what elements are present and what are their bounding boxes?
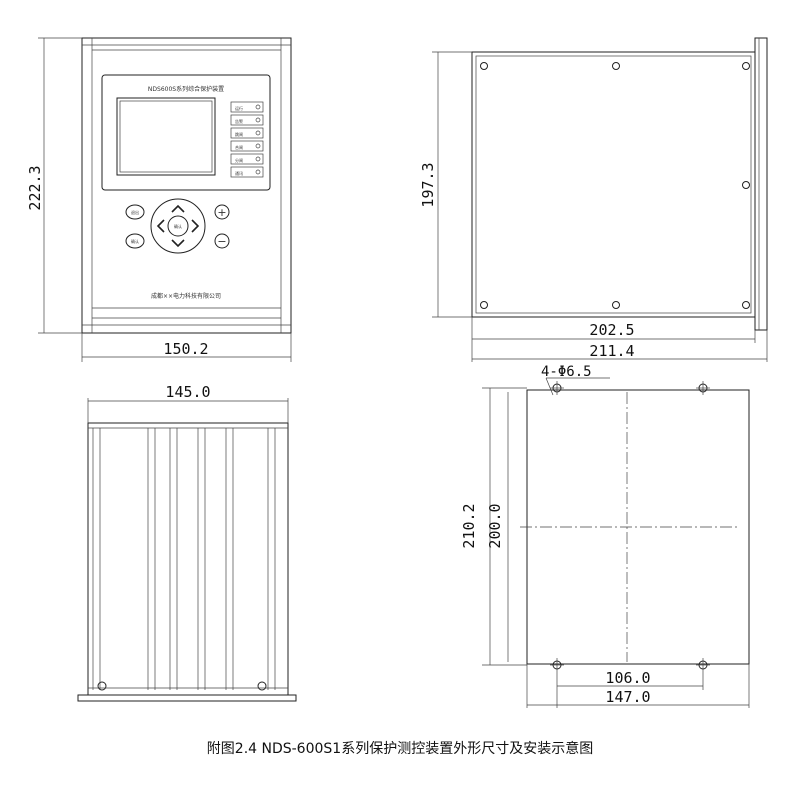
top-width-value: 145.0 [165,383,210,401]
key-center[interactable] [167,215,189,237]
mounting-hole-icon [696,381,710,395]
key-escape-label: 退出 [131,209,139,215]
top-width-dimension: 145.0 [87,383,289,423]
led-indicator-icon [255,130,261,136]
screw-icon [97,681,107,691]
led-column: 运行 告警 跳闸 合闸 分闸 通讯 [230,101,264,178]
screw-icon [612,301,620,309]
cutout-view: 4-Φ6.5 210.2 200.0 106.0 147.0 [460,364,750,708]
led-label-2: 告警 [235,118,243,124]
led-row-5 [230,153,264,165]
front-width-value: 150.2 [163,340,208,358]
key-confirm-left-label: 确认 [131,238,139,244]
led-row-3 [230,127,264,139]
hole-leader-line [545,377,554,396]
key-confirm-left[interactable] [125,233,145,249]
led-label-3: 跳闸 [235,131,243,137]
screw-icon [480,301,488,309]
led-indicator-icon [255,104,261,110]
mounting-hole-icon [550,381,564,395]
top-flange [77,694,297,702]
front-view: NDS600S系列综合保护装置 运行 告警 跳闸 合闸 分闸 通讯 [26,37,292,362]
led-label-5: 分闸 [235,157,243,163]
key-minus[interactable] [214,233,230,249]
key-minus-label: − [217,235,226,248]
screw-icon [257,681,267,691]
side-body-outline [471,51,756,318]
display-panel [101,74,271,191]
front-height-value: 222.3 [26,165,44,210]
company-name: 成都××电力科技有限公司 [151,292,221,300]
heat-sink-fins [88,427,288,690]
hole-spacing-value: 106.0 [605,669,650,687]
mounting-hole-icon [696,658,710,672]
led-row-2 [230,114,264,126]
cutout-outer-width: 147.0 [605,688,650,706]
led-indicator-icon [255,169,261,175]
side-front-flange [754,37,768,331]
cutout-width-dimension: 106.0 147.0 [526,664,750,708]
figure-caption: 附图2.4 NDS-600S1系列保护测控装置外形尺寸及安装示意图 [207,740,593,757]
nav-ring [150,198,206,254]
cutout-outer-height: 210.2 [460,503,478,548]
key-center-label: 确认 [174,223,182,229]
screw-icon [612,62,620,70]
top-view: 145.0 [77,383,297,702]
front-width-dimension: 150.2 [81,333,292,362]
cutout-inner-height: 200.0 [486,503,504,548]
keypad: 退出 确认 确认 + − [125,198,230,254]
side-height-value: 197.3 [419,162,437,207]
hole-spec: 4-Φ6.5 [541,364,592,380]
key-plus-label: + [217,206,226,219]
lcd-screen [116,97,216,176]
front-panel-outline [81,37,292,334]
led-label-6: 通讯 [235,170,243,176]
led-label-1: 运行 [235,105,243,111]
led-label-4: 合闸 [235,144,243,150]
key-plus[interactable] [214,204,230,220]
led-row-1 [230,101,264,113]
top-body-outline [87,422,289,696]
led-row-6 [230,166,264,178]
screw-icon [742,181,750,189]
arrow-up-icon[interactable] [171,204,185,213]
led-indicator-icon [255,156,261,162]
device-title: NDS600S系列综合保护装置 [148,85,224,93]
side-height-dimension: 197.3 [419,51,472,318]
screw-icon [742,62,750,70]
arrow-left-icon[interactable] [156,219,165,233]
screw-icon [480,62,488,70]
led-indicator-icon [255,143,261,149]
led-indicator-icon [255,117,261,123]
side-view: 197.3 202.5 211.4 [419,37,768,362]
side-total-depth-value: 211.4 [589,342,634,360]
side-depth-value: 202.5 [589,321,634,339]
front-height-dimension: 222.3 [26,37,82,334]
led-row-4 [230,140,264,152]
screw-icon [742,301,750,309]
arrow-right-icon[interactable] [191,219,200,233]
arrow-down-icon[interactable] [171,239,185,248]
mounting-hole-icon [550,658,564,672]
cutout-height-dimension: 210.2 200.0 [460,387,527,666]
side-depth-dimension: 202.5 211.4 [471,317,768,362]
key-escape[interactable] [125,204,145,220]
